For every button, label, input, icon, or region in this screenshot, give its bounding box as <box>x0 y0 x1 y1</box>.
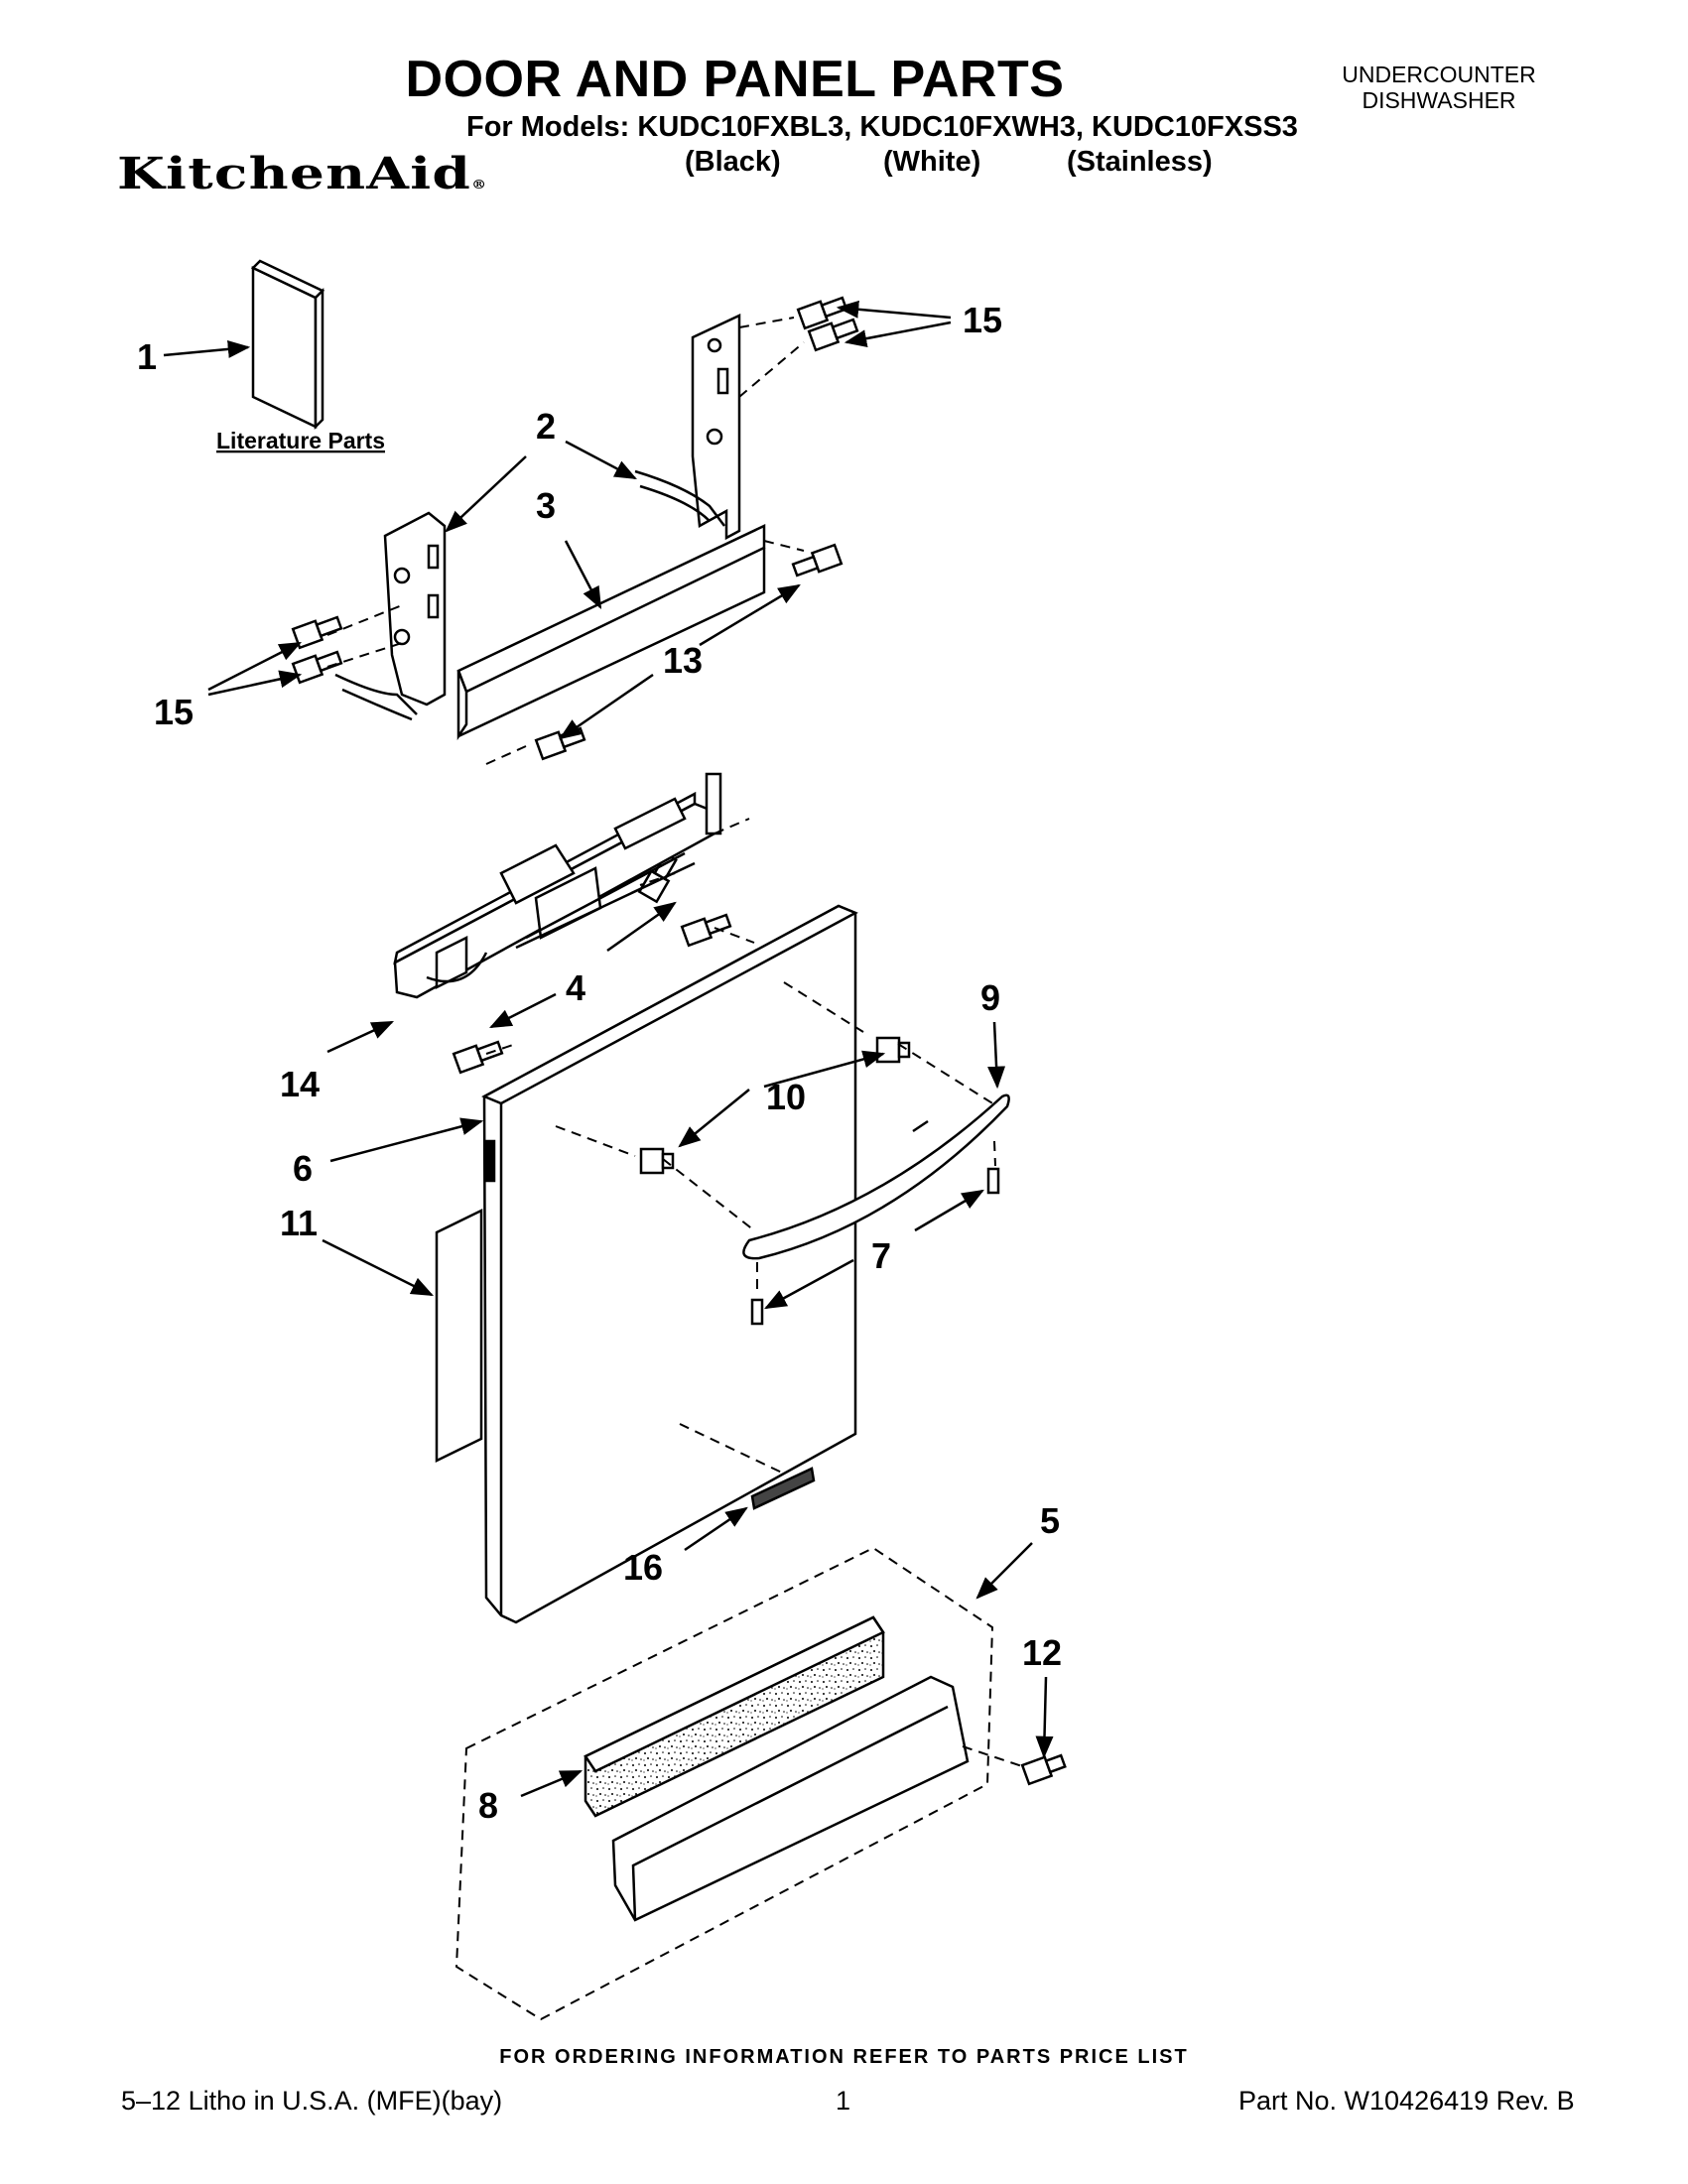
brand-badge <box>750 1467 816 1510</box>
category-line-1: UNDERCOUNTER <box>1342 62 1536 87</box>
handle-standoffs <box>639 1036 911 1175</box>
upper-right-bracket <box>634 314 741 541</box>
ordering-note: FOR ORDERING INFORMATION REFER TO PARTS … <box>499 2046 1189 2068</box>
category-line-2: DISHWASHER <box>1362 87 1516 113</box>
callout-4: 4 <box>566 967 585 1008</box>
leader-11 <box>322 1238 435 1297</box>
leader-5 <box>975 1542 1033 1600</box>
callout-8: 8 <box>478 1785 498 1826</box>
toe-panel-foam <box>584 1615 885 1818</box>
leader-7a <box>914 1189 984 1232</box>
leader-15b <box>844 321 952 348</box>
control-panel-assembly <box>393 772 722 999</box>
leader-8 <box>520 1769 584 1798</box>
lower-access-panel <box>611 1675 970 1922</box>
callout-5: 5 <box>1040 1500 1060 1541</box>
callout-15-left: 15 <box>154 692 194 732</box>
leader-15d <box>207 670 303 697</box>
callout-6: 6 <box>293 1148 313 1189</box>
callout-16: 16 <box>623 1547 663 1588</box>
brand-logo: KitchenAid® <box>117 149 488 199</box>
model-list: For Models: KUDC10FXBL3, KUDC10FXWH3, KU… <box>466 111 1298 143</box>
product-category: UNDERCOUNTER DISHWASHER <box>1280 62 1598 113</box>
leader-12 <box>1035 1676 1054 1759</box>
literature-booklet <box>250 259 325 431</box>
handle-pins <box>750 1167 1000 1326</box>
callout-12: 12 <box>1022 1632 1062 1673</box>
leader-2b <box>445 455 527 533</box>
leader-13a <box>699 583 801 647</box>
color-white: (White) <box>883 146 981 178</box>
leader-9 <box>987 1021 1006 1090</box>
litho-info: 5–12 Litho in U.S.A. (MFE)(bay) <box>121 2086 503 2116</box>
callout-13: 13 <box>663 640 703 681</box>
leader-1 <box>163 339 251 358</box>
callout-15-top: 15 <box>963 300 1002 340</box>
leader-15a <box>836 300 952 320</box>
page-number: 1 <box>836 2086 851 2116</box>
callout-1: 1 <box>137 336 157 377</box>
door-insulation <box>435 1208 483 1464</box>
leader-4b <box>488 992 557 1029</box>
leader-6 <box>329 1117 484 1163</box>
part-number: Part No. W10426419 Rev. B <box>1238 2086 1575 2116</box>
callout-7: 7 <box>871 1235 891 1276</box>
leader-7b <box>764 1258 854 1310</box>
leader-13b <box>559 673 654 740</box>
leader-15c <box>207 641 303 692</box>
color-stainless: (Stainless) <box>1067 146 1213 178</box>
leader-10b <box>678 1089 750 1148</box>
door-panel-strip <box>456 524 766 741</box>
callout-2: 2 <box>536 406 556 447</box>
door-handle <box>742 1093 1010 1260</box>
lower-left-bracket <box>334 511 447 721</box>
callout-10: 10 <box>766 1077 806 1117</box>
outer-door-panel <box>481 904 858 1624</box>
leader-16 <box>684 1506 748 1552</box>
literature-parts-label: Literature Parts <box>216 428 385 453</box>
callout-14: 14 <box>280 1064 320 1104</box>
callout-9: 9 <box>980 977 1000 1018</box>
leader-14 <box>326 1020 395 1054</box>
callout-11: 11 <box>280 1203 318 1243</box>
leader-10a <box>763 1050 886 1089</box>
color-black: (Black) <box>685 146 781 178</box>
leader-4a <box>606 901 677 953</box>
callout-3: 3 <box>536 485 556 526</box>
leader-2a <box>565 440 637 480</box>
page-title: DOOR AND PANEL PARTS <box>405 51 1065 108</box>
leader-3 <box>564 540 602 609</box>
